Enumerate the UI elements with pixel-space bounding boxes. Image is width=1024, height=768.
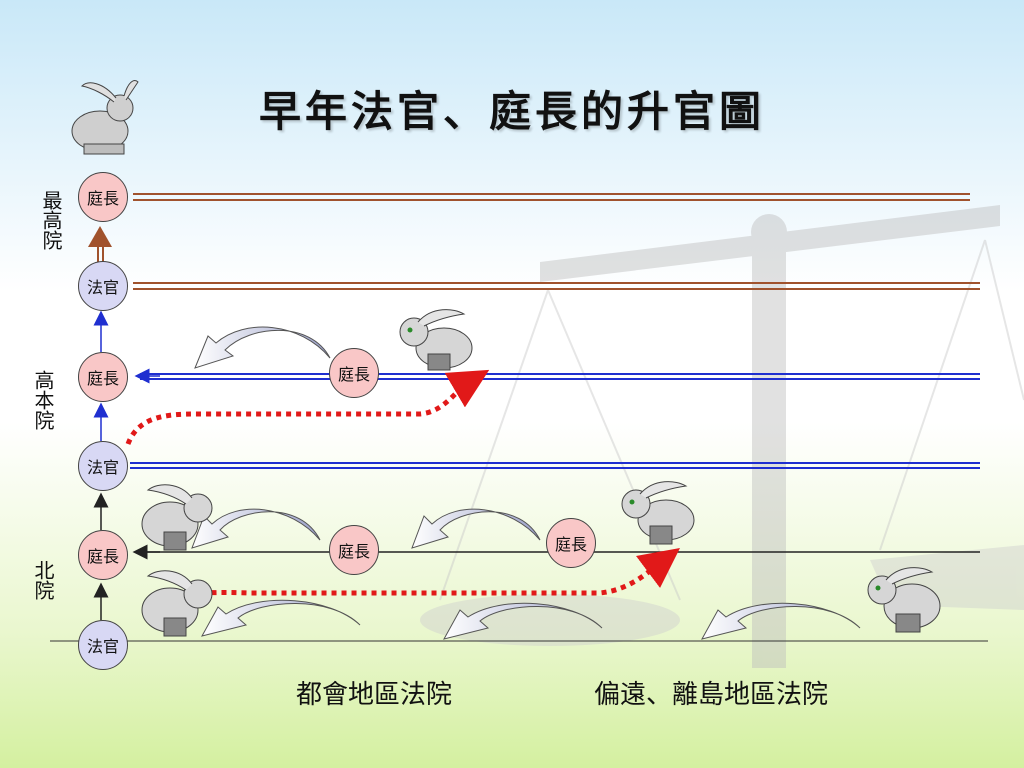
node-district-chief-remote: 庭長 [546, 518, 596, 568]
curved-arrow-judge-2 [443, 602, 603, 640]
rabbit-illustration-district-2 [621, 481, 695, 545]
dotted-path-district [171, 547, 680, 601]
node-high-chief-remote: 庭長 [329, 348, 379, 398]
dotted-path-high [125, 369, 490, 445]
node-high-chief: 庭長 [78, 352, 128, 402]
node-high-judge: 法官 [78, 441, 128, 491]
node-district-judge: 法官 [78, 620, 128, 670]
rabbit-illustration-high [399, 309, 473, 371]
supreme-promotion-arrow [88, 226, 112, 262]
curved-arrow-district-1 [191, 508, 321, 549]
region-label-urban: 都會地區法院 [296, 680, 453, 710]
rabbit-illustration-judge [141, 570, 213, 637]
page-title: 早年法官、庭長的升官圖 [258, 87, 765, 136]
node-supreme-chief: 庭長 [78, 172, 128, 222]
curved-arrow-high [194, 326, 331, 369]
rabbit-illustration-district-1 [141, 484, 213, 551]
supreme-court-judge-line [133, 282, 980, 290]
node-supreme-judge: 法官 [78, 261, 128, 311]
high-court-chief-line [140, 373, 980, 380]
rabbit-illustration-remote [867, 567, 941, 633]
node-district-chief: 庭長 [78, 530, 128, 580]
tier-label-supreme: 最高院 [39, 190, 63, 250]
supreme-court-chief-line [133, 193, 970, 201]
curved-arrow-judge-1 [201, 599, 361, 637]
tier-label-high: 高本院 [31, 370, 55, 430]
high-court-judge-line [130, 462, 980, 469]
curved-arrow-district-2 [411, 508, 541, 549]
node-district-chief-urban: 庭長 [329, 525, 379, 575]
curved-arrow-judge-3 [701, 602, 861, 640]
rabbit-illustration-title [71, 80, 139, 155]
region-label-remote: 偏遠、離島地區法院 [594, 680, 829, 710]
tier-label-district: 北院 [31, 560, 55, 600]
